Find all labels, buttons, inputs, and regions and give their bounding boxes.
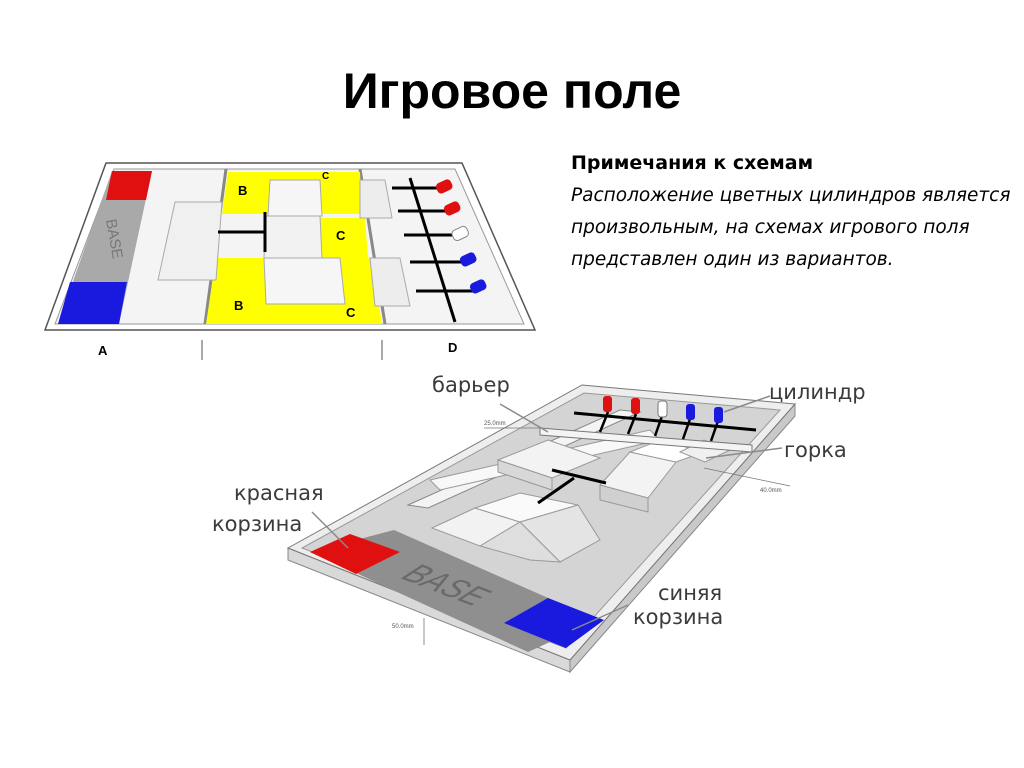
top-block-upper xyxy=(267,179,323,217)
top-cylinder-red-1 xyxy=(435,179,453,194)
iso-label-cylinder: цилиндр xyxy=(769,380,866,404)
iso-label-red-1: красная xyxy=(234,481,324,505)
top-section-d: D xyxy=(448,340,457,355)
top-red-basket xyxy=(106,171,152,200)
iso-dim-base: 50.0mm xyxy=(392,624,414,630)
iso-block-right-side xyxy=(599,484,649,513)
notes-body: Расположение цветных цилиндров является … xyxy=(571,185,1011,270)
top-line-diag xyxy=(408,177,457,323)
iso-label-barrier: барьер xyxy=(432,373,510,397)
iso-ramp-front xyxy=(478,521,562,563)
top-yellow-mid xyxy=(318,218,368,258)
iso-leader-barrier xyxy=(499,403,549,433)
iso-line-back xyxy=(573,411,757,432)
top-cylinder-red-2 xyxy=(443,201,461,216)
top-base-label: BASE xyxy=(102,218,126,260)
top-ramp-lower-right xyxy=(369,257,411,307)
top-ramp-left xyxy=(157,201,223,281)
iso-line-v2 xyxy=(626,413,638,435)
iso-blue-basket xyxy=(504,598,604,648)
iso-line-v4 xyxy=(681,418,692,440)
top-blue-basket xyxy=(58,282,127,324)
iso-label-blue-2: корзина xyxy=(633,605,723,629)
page-title: Игровое поле xyxy=(342,63,682,119)
top-block-lower xyxy=(263,257,346,305)
iso-cylinder-white xyxy=(657,400,668,418)
top-zone-c-top: C xyxy=(322,171,329,182)
iso-label-red-2: корзина xyxy=(212,512,302,536)
iso-cylinder-red-1 xyxy=(603,396,612,412)
notes-heading: Примечания к схемам xyxy=(571,152,814,174)
notes-block: Примечания к схемам Расположение цветных… xyxy=(571,152,1011,276)
iso-leader-slide xyxy=(705,447,783,459)
iso-line-t1 xyxy=(537,476,575,505)
iso-line-v3 xyxy=(653,415,664,437)
top-zone-c-mid: C xyxy=(336,228,346,243)
top-ramp-upper-right xyxy=(359,179,393,219)
iso-cylinder-blue-1 xyxy=(686,404,695,420)
top-section-a: A xyxy=(98,343,108,358)
top-cylinder-white xyxy=(451,225,469,242)
iso-leader-cylinder xyxy=(723,395,771,413)
iso-line-v1 xyxy=(598,411,610,433)
iso-dim-barrier: 25.0mm xyxy=(484,421,506,427)
top-zone-b-bottom: B xyxy=(234,298,243,313)
iso-label-slide: горка xyxy=(784,438,847,462)
iso-red-basket xyxy=(310,534,400,574)
top-zone-b-top: B xyxy=(238,183,247,198)
iso-dim-slide: 40.0mm xyxy=(760,488,782,494)
iso-line-v5 xyxy=(709,420,720,442)
top-cylinder-blue-1 xyxy=(459,252,477,267)
iso-cylinder-blue-2 xyxy=(714,407,723,423)
iso-dim-slide-line xyxy=(703,467,791,487)
iso-line-t2 xyxy=(551,468,607,485)
iso-leader-blue xyxy=(571,604,629,631)
top-cylinder-blue-2 xyxy=(469,279,487,294)
iso-leader-red xyxy=(311,511,349,549)
iso-block-left-side xyxy=(497,459,553,491)
iso-label-blue-1: синяя xyxy=(658,581,722,605)
iso-cylinder-red-2 xyxy=(631,398,640,414)
top-zone-c-bottom: C xyxy=(346,305,356,320)
